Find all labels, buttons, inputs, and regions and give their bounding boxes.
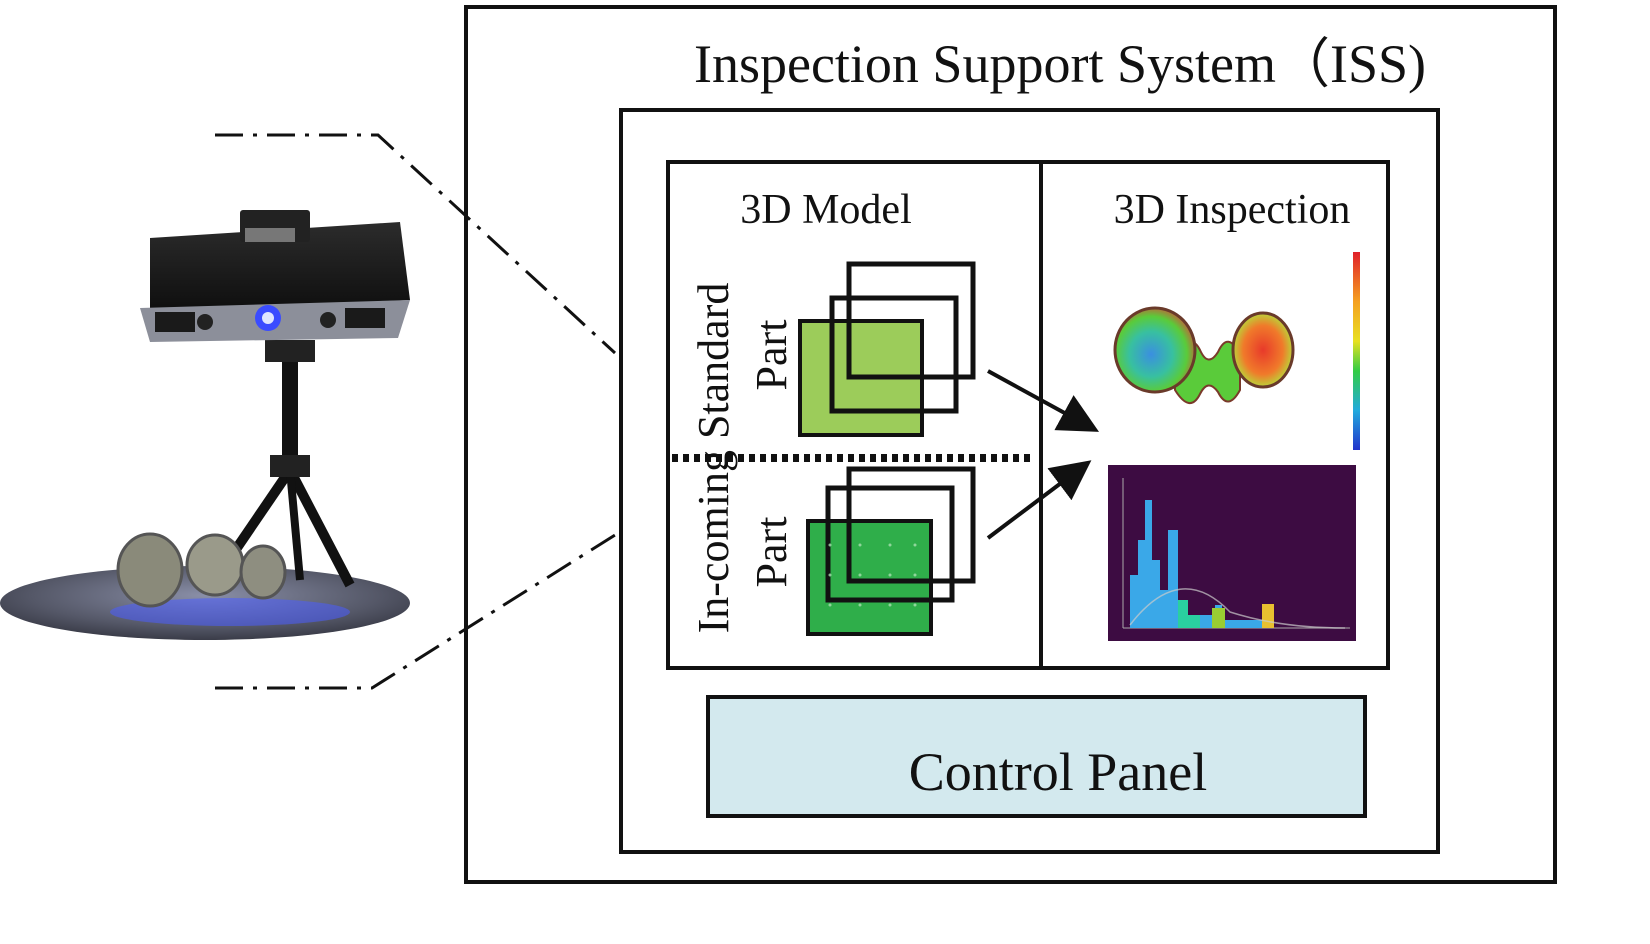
standard-arrow	[987, 369, 1100, 432]
color-map-icon	[1113, 252, 1360, 450]
connector-lines	[215, 133, 617, 690]
panels-frame	[666, 160, 1390, 670]
standard-part-icon	[798, 261, 976, 437]
control-panel-label: Control Panel	[909, 742, 1207, 802]
inspection-panel: 3D Inspection	[1108, 187, 1360, 641]
control-panel: Control Panel	[706, 695, 1367, 818]
control-panel-box	[706, 695, 1367, 818]
incoming-arrow	[986, 460, 1092, 540]
iss-title: Inspection Support System（ISS)	[694, 34, 1426, 94]
incoming-part-icon	[806, 466, 976, 636]
model-panel: 3D Model In-coming Standard Part Part	[672, 187, 1100, 636]
histogram-icon	[1108, 465, 1356, 641]
scanner-icon	[0, 210, 410, 640]
inspection-panel-title: 3D Inspection	[1114, 187, 1351, 233]
incoming-part-label: Part	[747, 517, 796, 588]
iss-inner-frame	[619, 108, 1440, 854]
iss-outer-frame	[464, 5, 1557, 884]
standard-part-label: Part	[747, 320, 796, 391]
model-panel-title: 3D Model	[740, 187, 912, 233]
